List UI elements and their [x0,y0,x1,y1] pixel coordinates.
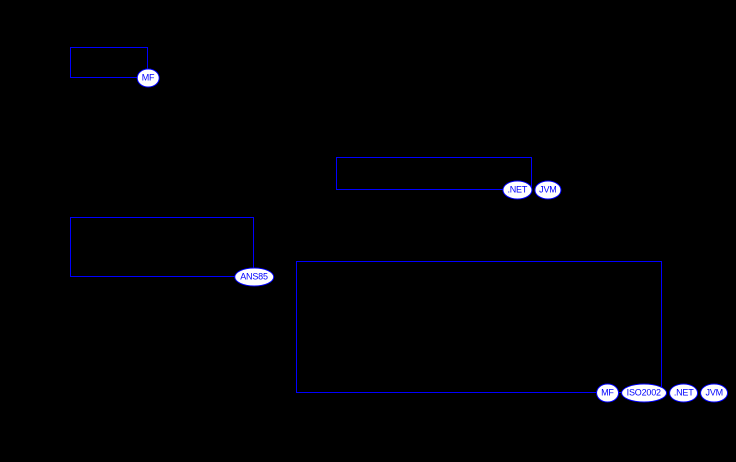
platform-badge[interactable]: JVM [534,180,562,200]
platform-badge-group: ANS85 [234,267,274,287]
platform-badge[interactable]: MF [596,383,619,403]
platform-badge[interactable]: MF [136,68,160,88]
platform-badge[interactable]: .NET [502,180,533,200]
diagram-node[interactable] [70,47,148,78]
platform-badge[interactable]: .NET [668,383,699,403]
platform-badge-group: MF [136,68,160,88]
platform-badge[interactable]: ANS85 [234,267,274,287]
platform-badge[interactable]: ISO2002 [620,383,667,403]
diagram-node[interactable] [70,217,254,277]
diagram-node[interactable] [296,261,662,393]
diagram-node[interactable] [336,157,532,190]
platform-badge[interactable]: JVM [700,383,728,403]
